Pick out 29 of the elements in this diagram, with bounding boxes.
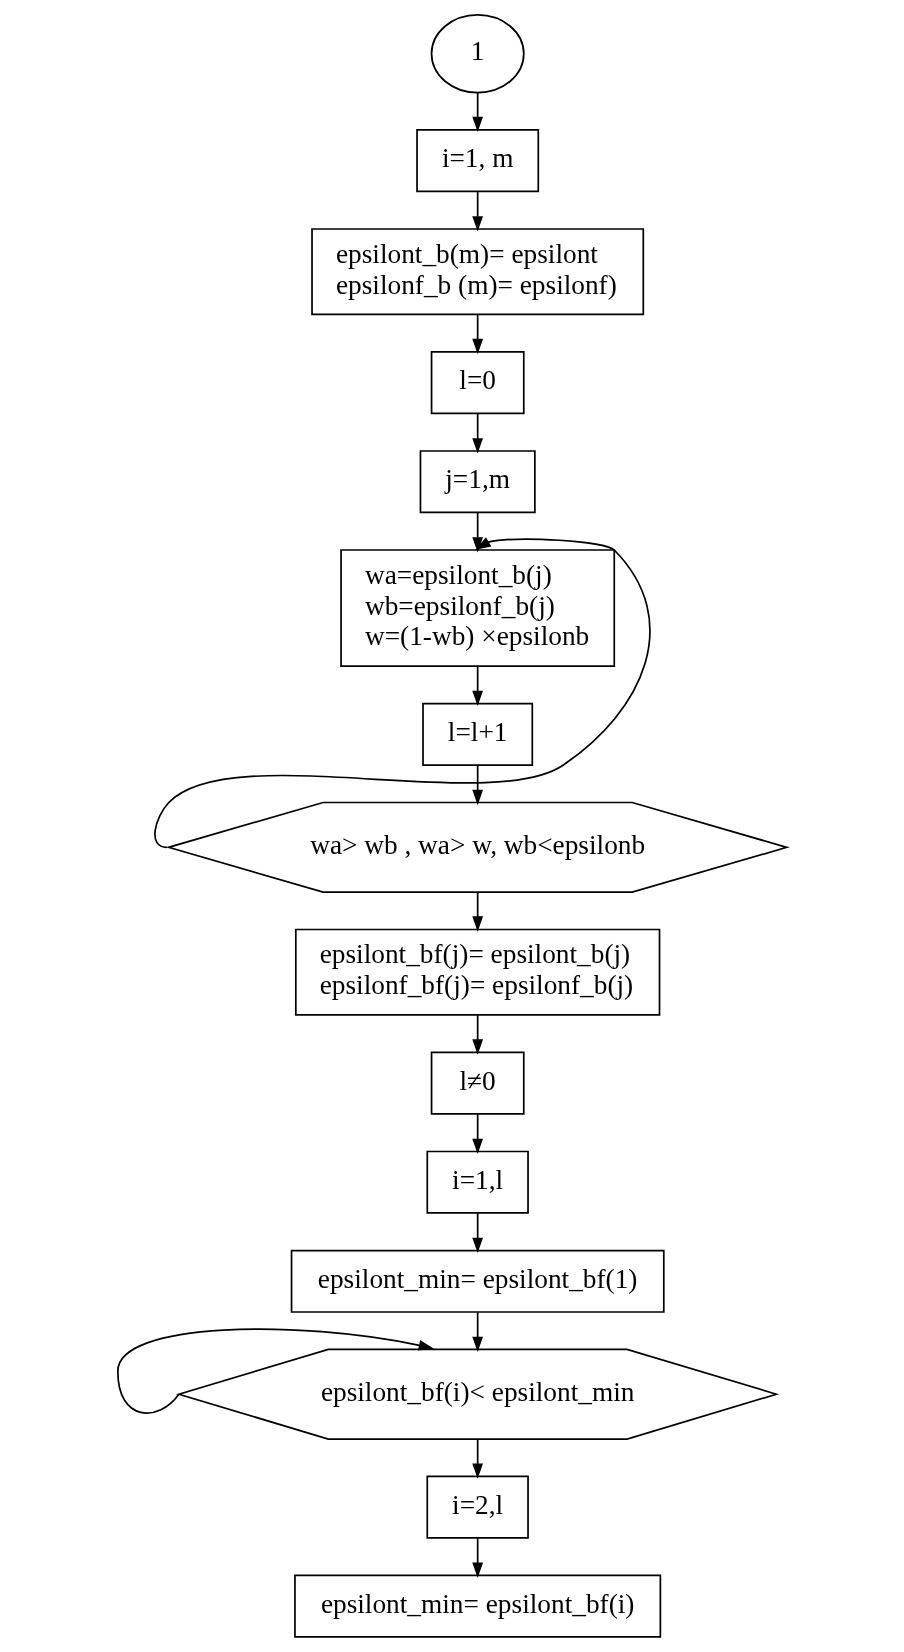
node-box: epsilont_min= epsilont_bf(i) [293, 1574, 661, 1638]
node-box: epsilont_min= epsilont_bf(1) [290, 1249, 665, 1313]
node-box: j=1,m [419, 450, 536, 514]
arrow [471, 313, 483, 355]
arrow [471, 1113, 483, 1155]
arrow [471, 190, 483, 232]
node-box: epsilont_b(m)= epsilont epsilonf_b (m)= epsilonf) [310, 228, 644, 316]
node-box: i=2,l [425, 1475, 529, 1539]
arrow [471, 891, 483, 932]
arrow [471, 412, 483, 454]
node-box: l=0 [430, 351, 525, 415]
arrow [471, 1438, 483, 1479]
node-box: l=l+1 [421, 702, 533, 767]
node-ellipse: 1 [430, 14, 525, 94]
arrow [471, 1014, 483, 1055]
arrow [471, 764, 483, 806]
node-box: wa=epsilont_b(j) wb=epsilonf_b(j) w=(1-wb) ×epsilonb [339, 549, 615, 667]
node-box: i=1, m [415, 129, 539, 193]
arrow [471, 511, 483, 553]
arrow [153, 537, 651, 849]
arrow [471, 1311, 483, 1353]
arrow [471, 92, 483, 133]
node-box: epsilont_bf(j)= epsilont_b(j) epsilonf_bf(j)= epsilonf_b(j) [294, 928, 660, 1016]
arrow [471, 1537, 483, 1578]
node-box: i=1,l [425, 1150, 529, 1214]
arrow [471, 1212, 483, 1254]
node-box: l≠0 [430, 1051, 525, 1115]
arrow [116, 1328, 434, 1414]
arrow [471, 665, 483, 707]
